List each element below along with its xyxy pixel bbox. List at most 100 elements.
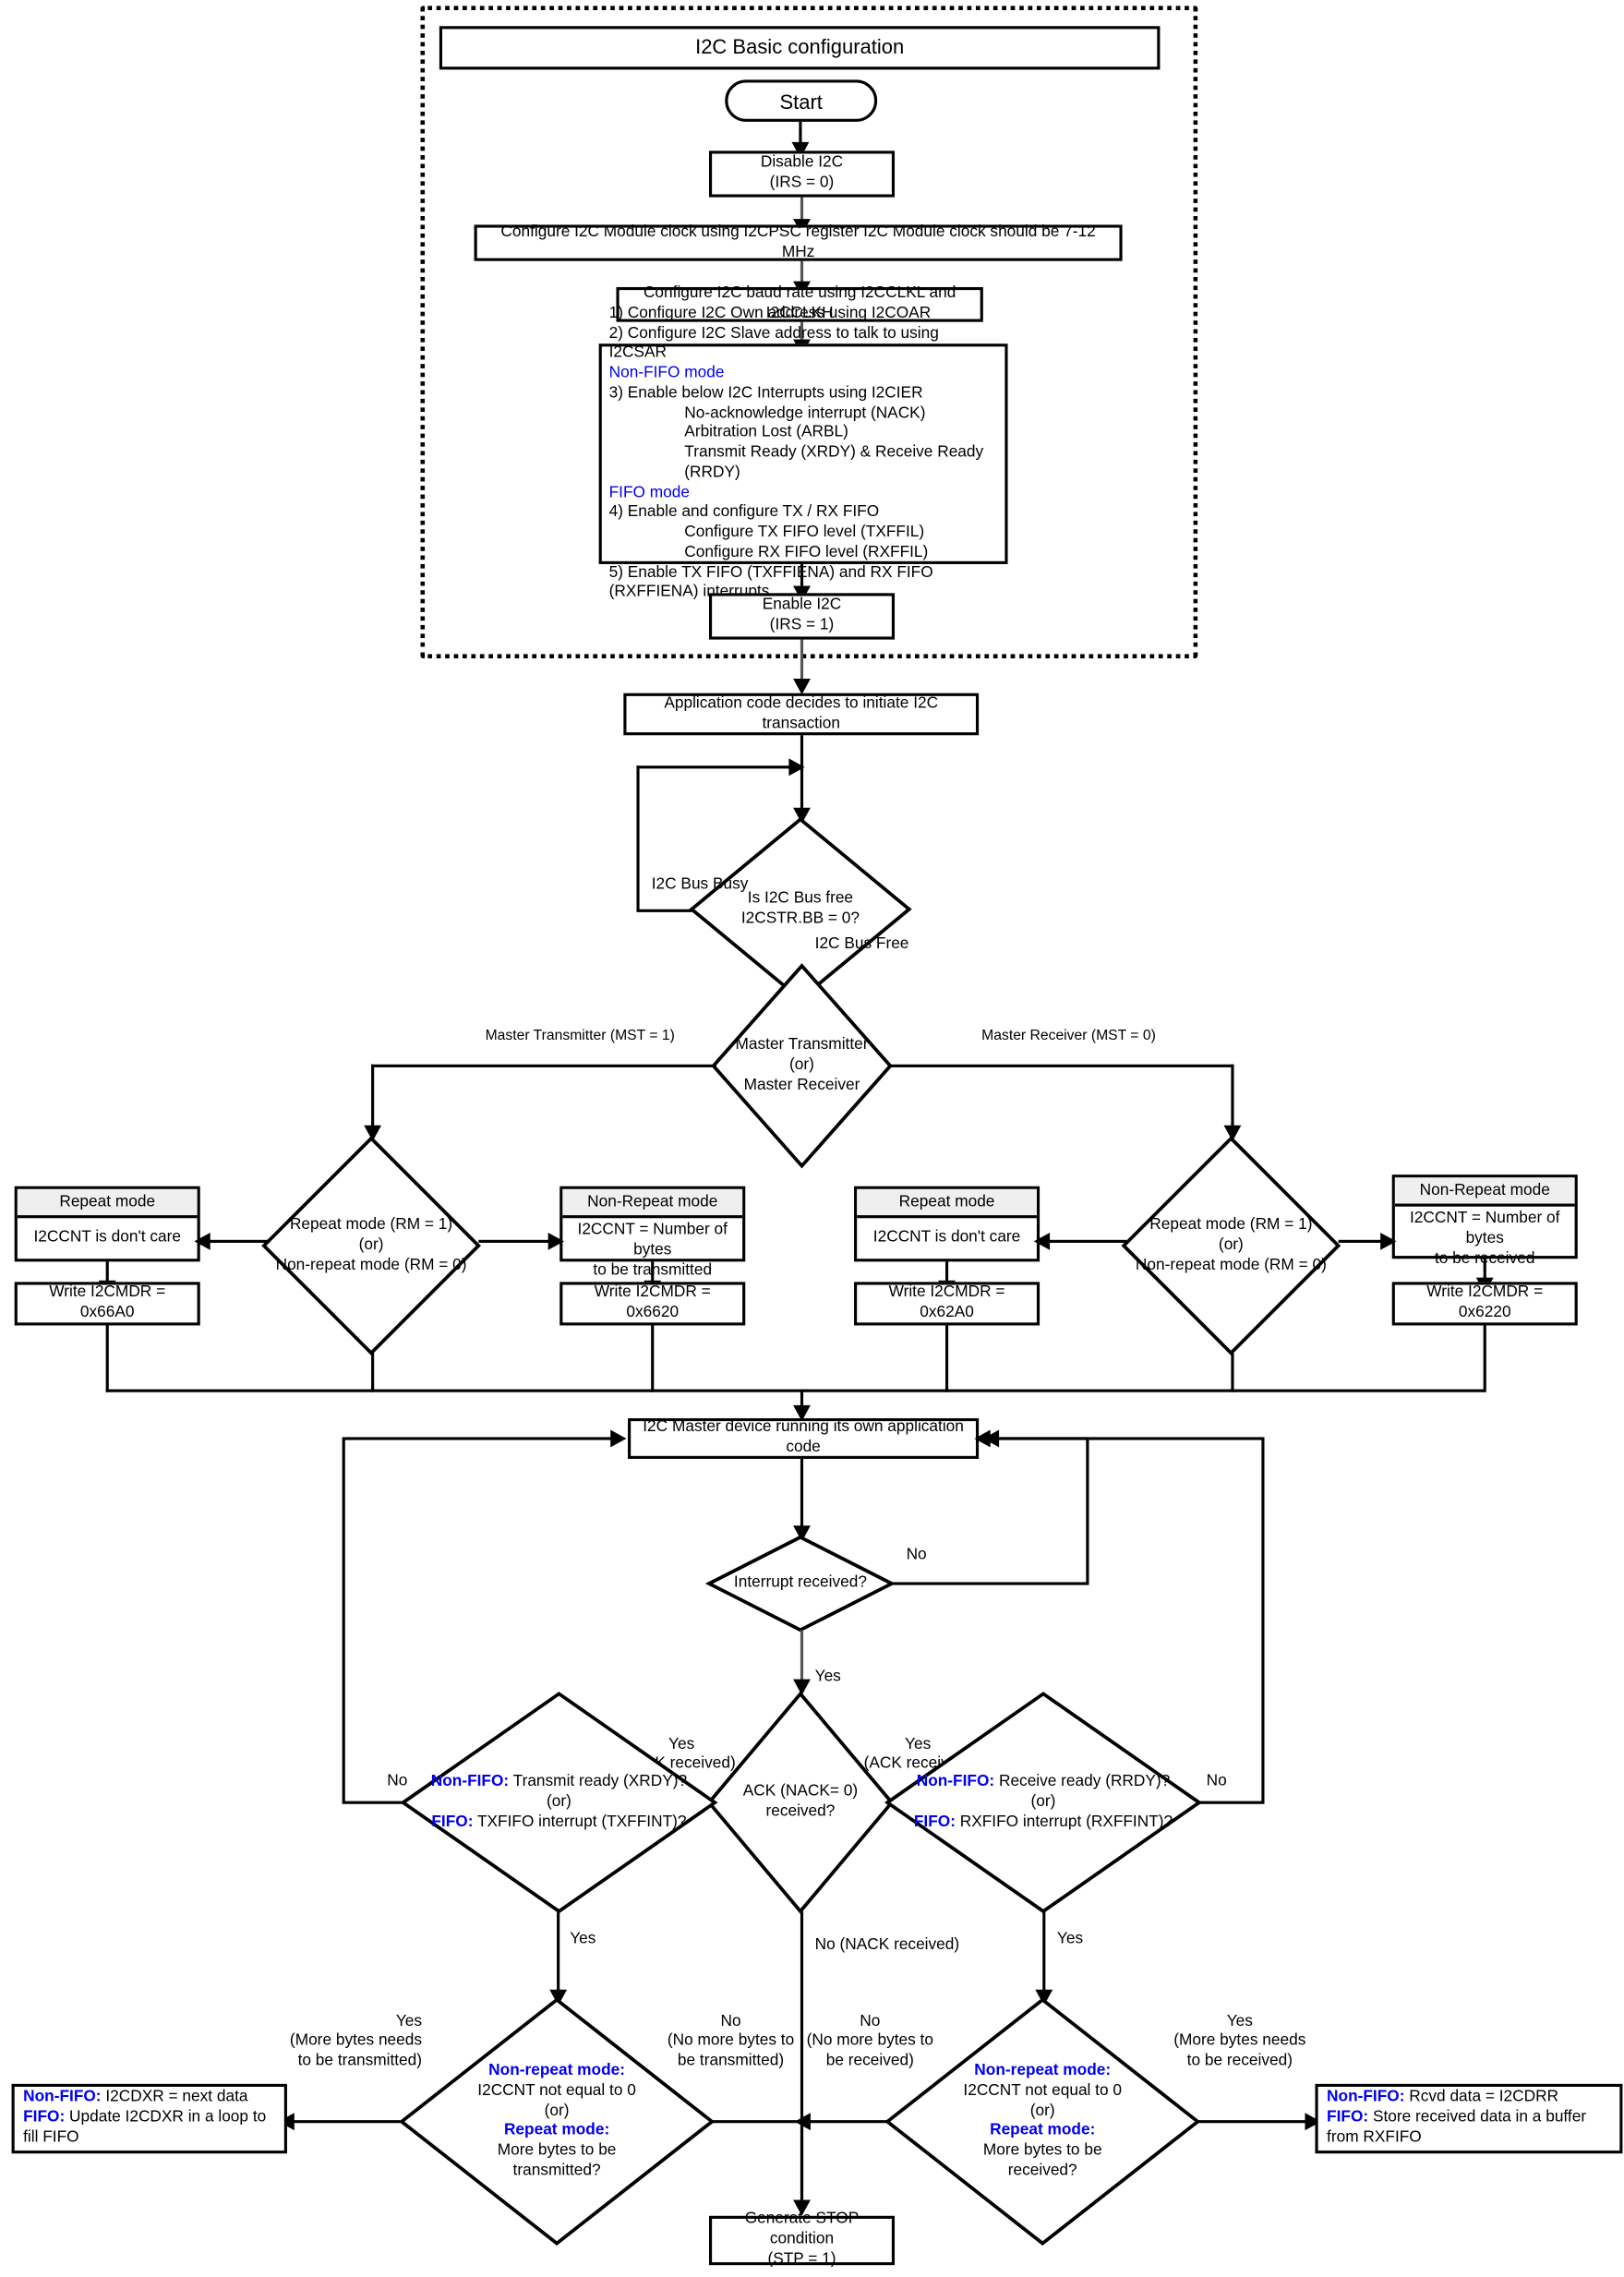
rx-ready-line1-text: Receive ready (RRDY)? xyxy=(994,1772,1171,1790)
tx-nonrepeat-mode-header: Non-Repeat mode xyxy=(562,1188,743,1219)
connector-disable-to-clock xyxy=(800,197,804,223)
module-clock-box: Configure I2C Module clock using I2CPSC … xyxy=(474,223,1123,261)
rx-data-box: Non-FIFO: Rcvd data = I2CDRR FIFO: Store… xyxy=(1315,2083,1623,2154)
connector-rx-vertical xyxy=(1231,1064,1234,1138)
master-mode-line3: Master Receiver xyxy=(743,1076,860,1093)
rx-rm-line1: Repeat mode (RM = 1) xyxy=(1149,1215,1313,1234)
connector-txrm-to-nonrepeat xyxy=(478,1239,554,1243)
arrowhead-down xyxy=(793,1404,811,1422)
connector-merge-1 xyxy=(105,1325,109,1392)
tx-ready-line3-text: TXFIFO interrupt (TXFFINT)? xyxy=(473,1812,687,1830)
rx-data-line2-tag: FIFO: xyxy=(1327,2108,1369,2126)
rx-more-line1: Non-repeat mode: xyxy=(974,2061,1112,2079)
rx-more-line5: More bytes to be xyxy=(982,2141,1102,2160)
connector-merge-3 xyxy=(651,1325,655,1392)
connector-busbusy-horizontal-top xyxy=(636,765,794,769)
connector-txready-no-vertical xyxy=(342,1438,345,1803)
detail-line-5: No-acknowledge interrupt (NACK) xyxy=(684,404,926,422)
connector-ack-no-vertical xyxy=(800,1910,804,2212)
rx-data-line1-tag: Non-FIFO: xyxy=(1327,2089,1405,2107)
rx-data-line1-text: Rcvd data = I2CDRR xyxy=(1404,2089,1559,2107)
rx-more-line3: (or) xyxy=(1029,2102,1055,2119)
connector-rxrepeat-to-cmdr xyxy=(944,1261,949,1287)
rx-more-yes-line3: to be received) xyxy=(1186,2052,1293,2069)
bus-free-decision-line1: Is I2C Bus free xyxy=(747,889,854,907)
detail-line-2: 2) Configure I2C Slave address to talk t… xyxy=(608,324,939,362)
master-mode-line1: Master Transmitter xyxy=(735,1035,869,1054)
baud-rate-box: Configure I2C baud rate using I2CCLKL an… xyxy=(616,284,983,322)
tx-rm-line1: Repeat mode (RM = 1) xyxy=(289,1215,453,1234)
tx-data-line1: Non-FIFO: I2CDXR = next data xyxy=(23,2089,247,2109)
connector-interrupt-yes xyxy=(800,1630,804,1693)
tx-data-line1-text: I2CDXR = next data xyxy=(101,2089,248,2107)
arrowhead-left xyxy=(982,1429,1000,1448)
connector-txnonrepeat-to-cmdr xyxy=(651,1261,655,1287)
connector-txmore-no-horizontal xyxy=(712,2120,800,2124)
tx-data-line1-tag: Non-FIFO: xyxy=(23,2089,102,2107)
connector-rxready-no-return xyxy=(990,1437,1265,1440)
tx-data-line2: FIFO: Update I2CDXR in a loop to fill FI… xyxy=(23,2109,275,2149)
connector-appcode-to-busfree xyxy=(800,735,804,817)
detail-line-7: Transmit Ready (XRDY) & Receive Ready (R… xyxy=(684,443,984,482)
interrupt-no-label: No xyxy=(906,1546,927,1564)
connector-merge-rail xyxy=(105,1389,1486,1392)
ack-received-decision: ACK (NACK= 0) received? xyxy=(706,1691,895,1914)
connector-rxrm-to-repeat xyxy=(1040,1239,1127,1243)
master-mode-decision: Master Transmitter (or) Master Receiver xyxy=(711,963,893,1169)
rx-nonrepeat-body-line1: I2CCNT = Number of bytes xyxy=(1410,1209,1560,1247)
connector-enable-to-appcode xyxy=(800,639,804,691)
master-running-box: I2C Master device running its own applic… xyxy=(628,1417,980,1459)
master-receiver-branch-label: Master Receiver (MST = 0) xyxy=(981,1028,1156,1044)
rx-ready-no-label: No xyxy=(1206,1772,1227,1790)
title-banner: I2C Basic configuration xyxy=(439,26,1161,70)
rx-more-no-line1: No xyxy=(860,2012,881,2030)
connector-txrm-to-repeat xyxy=(199,1239,271,1243)
rx-nonrepeat-mode-header: Non-Repeat mode xyxy=(1394,1177,1575,1207)
tx-ready-yes-label: Yes xyxy=(570,1930,596,1948)
basic-configuration-dotted-border xyxy=(420,6,1198,659)
tx-more-line1: Non-repeat mode: xyxy=(488,2061,625,2079)
connector-txready-no-horizontal xyxy=(342,1801,406,1804)
arrowhead-left xyxy=(194,1232,211,1250)
detail-line-6: Arbitration Lost (ARBL) xyxy=(684,424,848,442)
connector-rxrm-to-nonrepeat xyxy=(1338,1239,1389,1243)
arrowhead-left xyxy=(1033,1232,1051,1250)
connector-details-to-enable xyxy=(800,563,804,591)
tx-ready-line1: Non-FIFO: Transmit ready (XRDY)? xyxy=(431,1773,687,1793)
detail-line-9: 4) Enable and configure TX / RX FIFO xyxy=(608,503,880,522)
tx-ready-line2: (or) xyxy=(547,1792,571,1811)
connector-txmore-yes-horizontal xyxy=(285,2120,405,2124)
tx-ready-line3-tag: FIFO: xyxy=(431,1812,474,1830)
rx-ready-line3-tag: FIFO: xyxy=(913,1812,956,1830)
stop-condition-line2: (STP = 1) xyxy=(767,2250,836,2269)
tx-more-line3: (or) xyxy=(544,2102,570,2119)
arrowhead-down xyxy=(1223,1125,1242,1142)
connector-clock-to-baud xyxy=(800,260,804,286)
tx-data-line2-tag: FIFO: xyxy=(23,2108,66,2126)
rx-more-yes-line2: (More bytes needs xyxy=(1173,2031,1306,2050)
rx-ready-decision: Non-FIFO: Receive ready (RRDY)? (or) FIF… xyxy=(884,1692,1203,1914)
configuration-details-box: 1) Configure I2C Own address using I2COA… xyxy=(598,305,1008,601)
arrowhead-right xyxy=(1380,1232,1397,1250)
connector-baud-to-details xyxy=(800,321,804,344)
arrowhead-down xyxy=(793,1679,811,1695)
bus-free-label: I2C Bus Free xyxy=(814,934,909,953)
ack-yes-left-line1: Yes xyxy=(668,1735,695,1753)
detail-line-11: Configure RX FIFO level (RXFFIL) xyxy=(684,543,929,561)
bus-busy-label: I2C Bus Busy xyxy=(651,875,749,894)
rx-more-line6: received? xyxy=(1007,2161,1077,2179)
rx-ready-line1-tag: Non-FIFO: xyxy=(916,1772,995,1790)
connector-txready-yes xyxy=(557,1910,560,2000)
detail-line-4: 3) Enable below I2C Interrupts using I2C… xyxy=(608,383,923,402)
interrupt-received-label: Interrupt received? xyxy=(733,1573,867,1592)
tx-more-line5: More bytes to be xyxy=(497,2141,617,2160)
connector-rxready-no-horizontal xyxy=(1198,1801,1265,1804)
bus-free-decision: Is I2C Bus free I2CSTR.BB = 0? xyxy=(689,816,912,1002)
enable-i2c-line1: Enable I2C xyxy=(762,596,842,614)
enable-i2c-line2: (IRS = 1) xyxy=(769,616,835,634)
connector-interrupt-no-horizontal xyxy=(891,1582,1089,1585)
arrowhead-right xyxy=(547,1232,564,1250)
rx-data-line2: FIFO: Store received data in a buffer fr… xyxy=(1327,2109,1611,2149)
tx-nonrepeat-body-line1: I2CCNT = Number of bytes xyxy=(577,1221,728,1259)
connector-rxmore-yes-horizontal xyxy=(1197,2120,1317,2124)
